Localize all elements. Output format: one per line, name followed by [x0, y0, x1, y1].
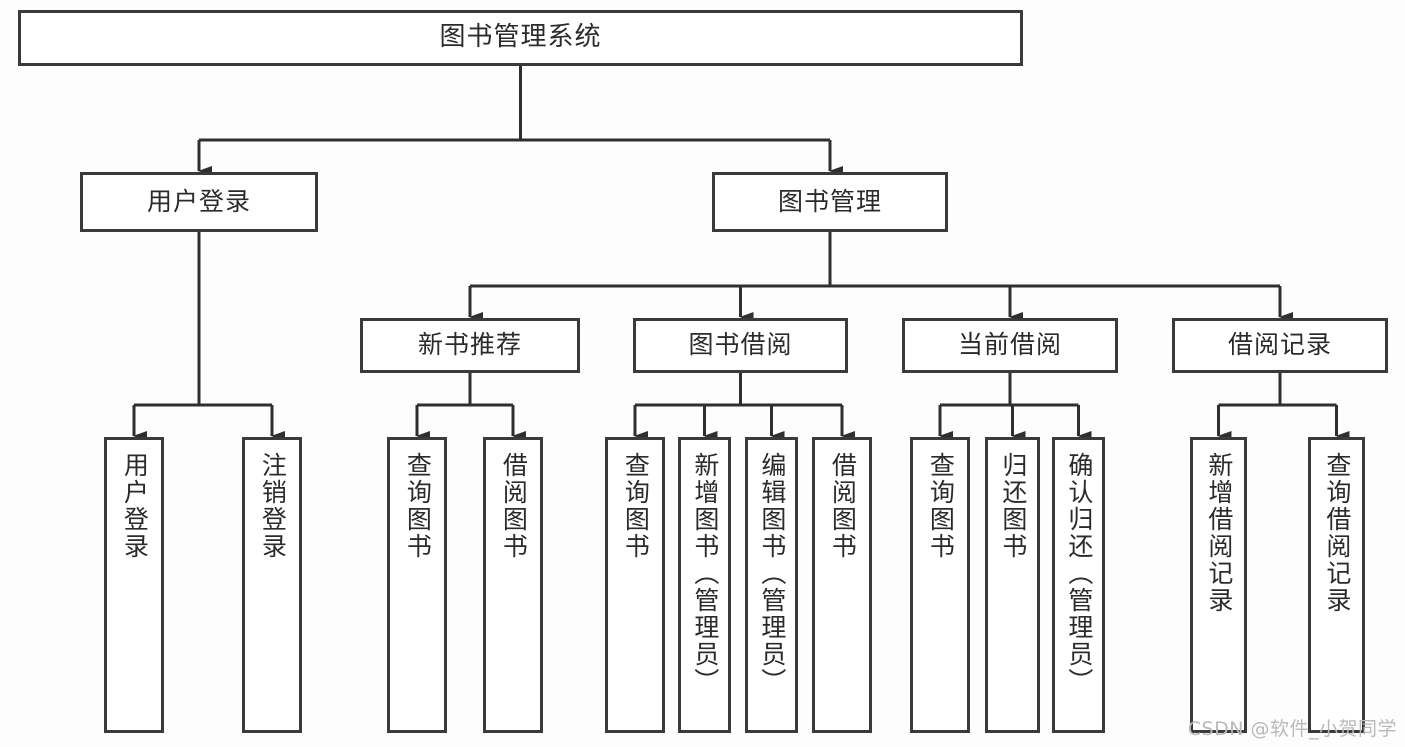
leaf-borrow-book-1[interactable]: 借阅图书	[483, 437, 543, 733]
node-book-borrow[interactable]: 图书借阅	[633, 318, 848, 373]
node-label: 借阅记录	[1227, 330, 1332, 360]
leaf-borrow-book-2[interactable]: 借阅图书	[812, 437, 872, 733]
node-label: 用户登录	[146, 186, 251, 216]
node-label: 查询图书	[621, 452, 651, 560]
node-root[interactable]: 图书管理系统	[18, 10, 1023, 66]
leaf-confirm-return[interactable]: 确认归还（管理员）	[1052, 437, 1105, 733]
node-user-login[interactable]: 用户登录	[80, 172, 318, 232]
node-label: 查询借阅记录	[1322, 452, 1352, 614]
leaf-query-borrow-record[interactable]: 查询借阅记录	[1308, 437, 1365, 733]
node-label: 新增图书（管理员）	[690, 452, 720, 695]
leaf-query-book-3[interactable]: 查询图书	[910, 437, 970, 733]
node-label: 图书管理系统	[439, 22, 602, 53]
leaf-edit-book[interactable]: 编辑图书（管理员）	[745, 437, 798, 733]
leaf-query-book-1[interactable]: 查询图书	[387, 437, 447, 733]
node-label: 当前借阅	[957, 330, 1062, 360]
leaf-add-book[interactable]: 新增图书（管理员）	[678, 437, 731, 733]
node-label: 归还图书	[998, 452, 1028, 560]
leaf-return-book[interactable]: 归还图书	[985, 437, 1040, 733]
node-label: 查询图书	[926, 452, 956, 560]
node-label: 图书管理	[777, 186, 882, 216]
node-new-book-recommend[interactable]: 新书推荐	[360, 318, 580, 373]
node-label: 新增借阅记录	[1204, 452, 1234, 614]
node-label: 注销登录	[258, 452, 288, 560]
node-current-borrow[interactable]: 当前借阅	[902, 318, 1118, 373]
node-book-management[interactable]: 图书管理	[712, 172, 948, 232]
node-label: 用户登录	[120, 452, 150, 560]
leaf-logout[interactable]: 注销登录	[242, 437, 302, 733]
node-label: 图书借阅	[688, 330, 793, 360]
node-label: 新书推荐	[417, 330, 522, 360]
node-borrow-record[interactable]: 借阅记录	[1172, 318, 1388, 373]
node-label: 借阅图书	[499, 452, 529, 560]
leaf-add-borrow-record[interactable]: 新增借阅记录	[1190, 437, 1247, 733]
node-label: 确认归还（管理员）	[1064, 452, 1094, 695]
node-label: 借阅图书	[828, 452, 858, 560]
node-label: 查询图书	[403, 452, 433, 560]
leaf-query-book-2[interactable]: 查询图书	[605, 437, 665, 733]
node-label: 编辑图书（管理员）	[757, 452, 787, 695]
leaf-user-login[interactable]: 用户登录	[104, 437, 164, 733]
watermark: CSDN @软件_小贺同学	[1187, 718, 1397, 740]
